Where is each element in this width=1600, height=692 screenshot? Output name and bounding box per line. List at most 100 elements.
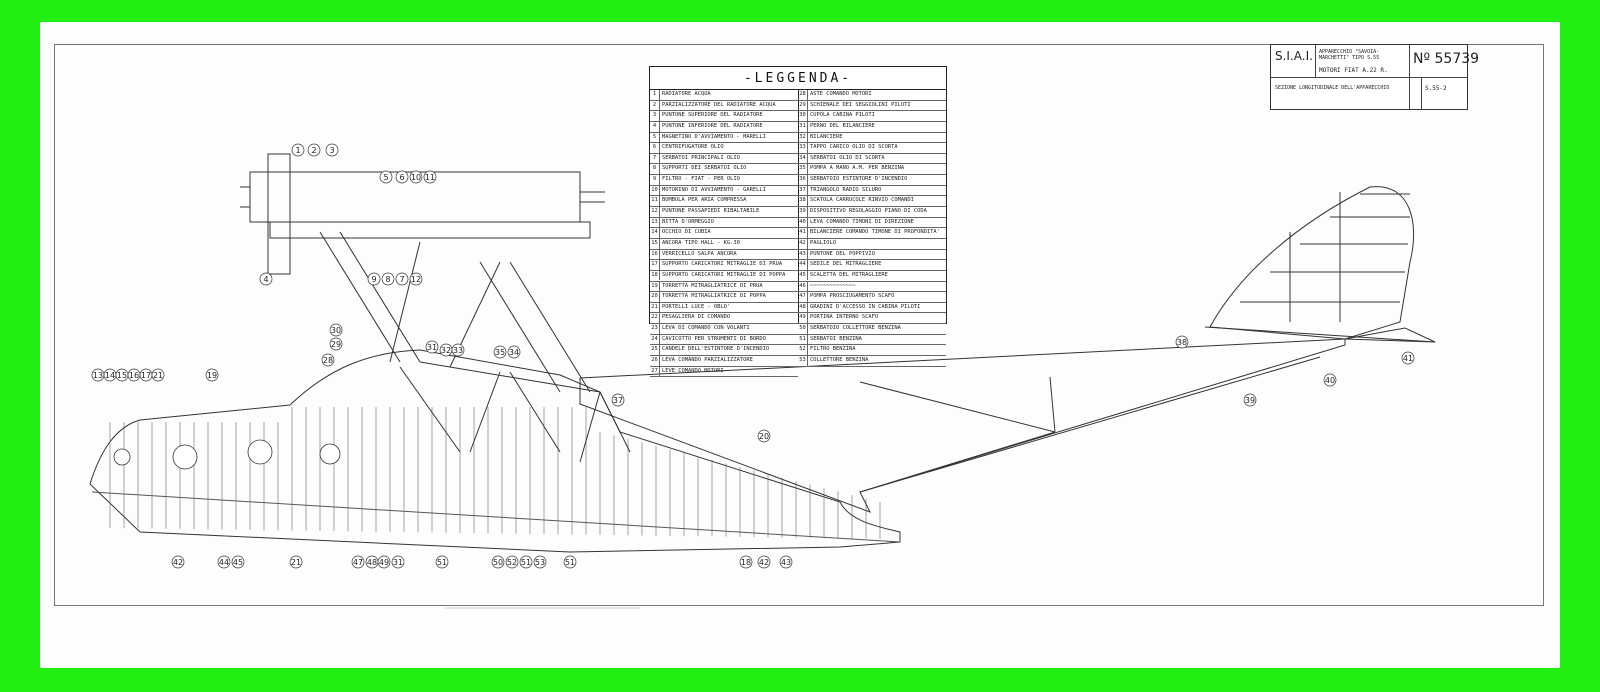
callout-17: 17 (139, 368, 153, 382)
legend-row-number: 44 (798, 260, 808, 270)
legend-row-text: SUPPORTI DEI SERBATOI OLIO (662, 165, 747, 172)
legend-row-text: LEVA COMANDO PARZIALIZZATORE (662, 357, 753, 364)
legend-title: -LEGGENDA- (743, 71, 853, 86)
callout-4: 4 (259, 272, 273, 286)
title-aircraft: APPARECCHIO "SAVOIA-MARCHETTI" TIPO S.55 (1319, 49, 1380, 61)
legend-row-number: 27 (650, 366, 660, 377)
callout-16: 16 (127, 368, 141, 382)
hull-outline (89, 349, 901, 553)
svg-text:41: 41 (1403, 354, 1413, 363)
svg-text:18: 18 (741, 558, 751, 567)
callout-41: 41 (1401, 351, 1415, 365)
callout-44: 44 (217, 555, 231, 569)
legend-row-number: 3 (650, 111, 660, 121)
callout-13: 13 (91, 368, 105, 382)
svg-text:31: 31 (427, 343, 437, 352)
legend-row-text: BILANCIERE COMANDO TIMONE DI PROFONDITA' (810, 229, 940, 236)
legend-row-number: 32 (798, 132, 808, 143)
legend-row-number: 43 (798, 249, 808, 260)
legend-row-text: PORTINA INTERNO SCAFO (810, 314, 879, 321)
title-engine: MOTORI FIAT A.22 R. (1319, 67, 1388, 74)
svg-text:51: 51 (521, 558, 531, 567)
legend-row-number: 34 (798, 153, 808, 164)
legend-row-number: 50 (798, 324, 808, 334)
legend-row-text: ANCORA TIPO HALL - KG.30 (662, 239, 740, 246)
svg-text:6: 6 (399, 173, 404, 182)
callout-29: 29 (329, 337, 343, 351)
callout-11: 11 (423, 170, 437, 184)
legend-row-number: 36 (798, 175, 808, 185)
svg-text:1: 1 (295, 146, 300, 155)
legend-row-number: 26 (650, 356, 660, 366)
callout-52: 52 (505, 555, 519, 569)
legend-row-number: 8 (650, 164, 660, 175)
engine-nacelle (240, 153, 605, 275)
svg-text:42: 42 (759, 558, 769, 567)
legend-row-text: CANDELE DELL'ESTINTORE D'INCENDIO (662, 346, 770, 353)
svg-text:32: 32 (441, 346, 451, 355)
legend-row-number: 1 (650, 90, 660, 100)
legend-row-text: PUNTONE PASSAPIEDI RIBALTABILE (662, 208, 760, 215)
legend-row-text: DISPOSITIVO REGOLAGGIO PIANO DI CODA (810, 208, 927, 215)
legend-row-text: SERBATOI BENZINA (810, 335, 862, 342)
legend-row-number: 39 (798, 207, 808, 217)
legend-row-number: 7 (650, 153, 660, 164)
callout-1: 1 (291, 143, 305, 157)
svg-text:8: 8 (385, 275, 390, 284)
legend-row-number: 30 (798, 111, 808, 121)
legend-row-text: PERNO DEL BILANCIERE (810, 122, 875, 129)
svg-text:15: 15 (117, 371, 127, 380)
legend-row-text: PUNTONE INFERIORE DEL RADIATORE (662, 122, 763, 129)
legend-row-text: BITTA D'ORMEGGIO (662, 218, 714, 225)
legend-row-text: SCATOLA CARRUCOLE RINVIO COMANDI (810, 197, 914, 204)
legend-row-number: 22 (650, 313, 660, 324)
callout-43: 43 (779, 555, 793, 569)
legend-row-number: 12 (650, 207, 660, 217)
legend-row-text: MAGNETINO D'AVVIAMENTO - MARELLI (662, 133, 766, 140)
title-subcode: S.55-2 (1425, 85, 1447, 92)
callout-42: 42 (757, 555, 771, 569)
legend-row-text: PAGLIOLO (810, 239, 836, 246)
callout-10: 10 (409, 170, 423, 184)
wing-struts (319, 231, 631, 463)
legend-row-text: BILANCIERE (810, 133, 843, 140)
callout-51: 51 (435, 555, 449, 569)
svg-text:11: 11 (425, 173, 435, 182)
callout-40: 40 (1323, 373, 1337, 387)
legend-row-text: LEVA DI COMANDO CON VOLANTI (662, 325, 750, 332)
legend-row-text: SERBATOIO ESTINTORE D'INCENDIO (810, 176, 908, 183)
svg-text:5: 5 (383, 173, 388, 182)
legend-row-number: 6 (650, 143, 660, 153)
legend-row-text: OCCHIO DI CUBIA (662, 229, 711, 236)
legend-row-number: 42 (798, 238, 808, 249)
callout-12: 12 (409, 272, 423, 286)
callout-42: 42 (171, 555, 185, 569)
legend-row-text: SEDILE DEL MITRAGLIERE (810, 261, 882, 268)
legend-row-number: 53 (798, 356, 808, 366)
drawing-border (54, 44, 1544, 606)
legend-row-number: 33 (798, 143, 808, 153)
svg-text:21: 21 (153, 371, 163, 380)
legend-row-text: LEVE COMANDO MOTORI (662, 367, 724, 374)
